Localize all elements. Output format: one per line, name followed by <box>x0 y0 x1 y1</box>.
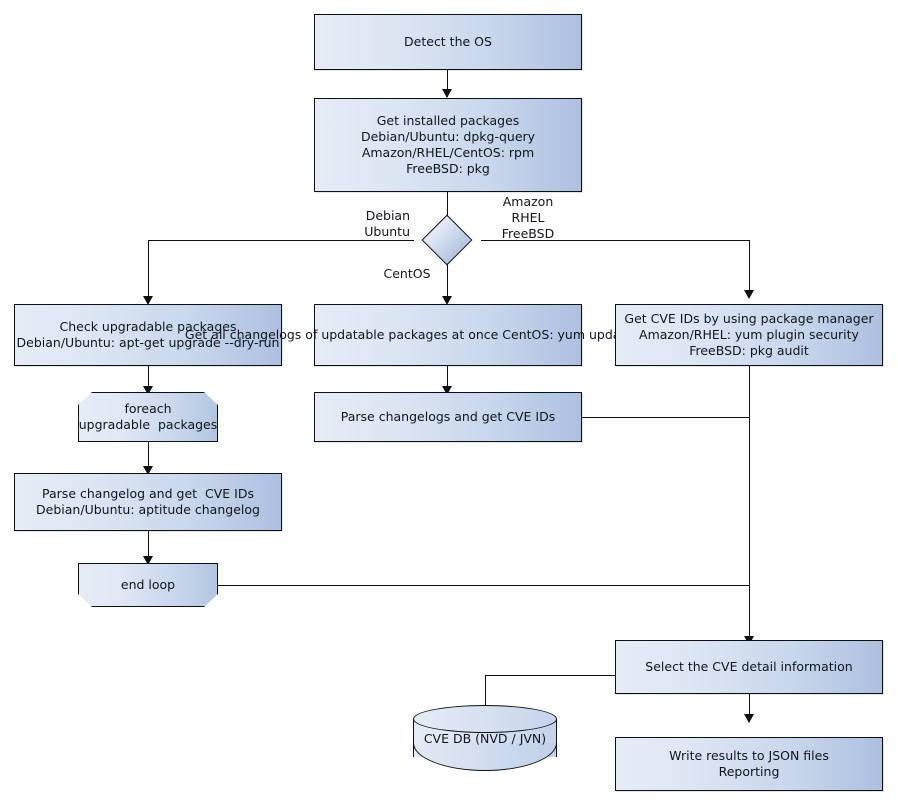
arrowhead-decision-centos <box>442 296 452 305</box>
edge-label-centos: CentOS <box>383 266 431 281</box>
edge-label-debian-ubuntu: Debian Ubuntu <box>364 208 410 239</box>
edge-select-to-write <box>749 694 751 722</box>
arrowhead-parse-to-endloop <box>143 556 153 565</box>
arrowhead-decision-right <box>744 290 754 299</box>
node-end-loop-label: end loop <box>120 576 176 592</box>
node-end-loop[interactable]: end loop <box>78 563 218 607</box>
node-os-decision[interactable] <box>421 214 473 266</box>
node-select-cve-detail[interactable]: Select the CVE detail information <box>615 640 883 694</box>
edge-packages-to-decision <box>447 192 449 224</box>
node-cve-database[interactable]: CVE DB (NVD / JVN) <box>413 705 557 771</box>
node-check-upgradable-packages-label: Check upgradable packages Debian/Ubuntu:… <box>16 318 280 350</box>
edge-decision-left-v <box>148 240 150 302</box>
arrowhead-detect-to-packages <box>442 89 452 98</box>
node-cve-database-label: CVE DB (NVD / JVN) <box>423 730 547 746</box>
edge-check-to-foreach <box>148 366 150 392</box>
edge-detect-to-packages <box>447 70 449 97</box>
node-parse-changelogs[interactable]: Parse changelogs and get CVE IDs <box>314 392 582 442</box>
edge-select-to-db-v <box>485 675 487 709</box>
edge-changelogs-to-parse <box>447 366 449 392</box>
arrowhead-select-to-write <box>744 714 754 723</box>
node-detect-os[interactable]: Detect the OS <box>314 14 582 70</box>
node-foreach-loop-start-label: foreach upgradable packages <box>78 400 218 432</box>
edge-decision-right-v <box>749 240 751 296</box>
node-get-all-changelogs[interactable]: Get all changelogs of updatable packages… <box>185 304 711 366</box>
db-top-cap <box>413 705 557 733</box>
edge-right-trunk <box>749 366 751 645</box>
edge-parsechangelogs-to-trunk <box>582 417 750 419</box>
node-write-results-label: Write results to JSON files Reporting <box>669 747 829 779</box>
arrowhead-check-to-foreach <box>143 386 153 395</box>
edge-select-to-db-h <box>485 675 617 677</box>
node-detect-os-label: Detect the OS <box>404 33 492 49</box>
edge-decision-right-h <box>481 240 750 242</box>
node-check-upgradable-packages[interactable]: Check upgradable packages Debian/Ubuntu:… <box>14 304 282 366</box>
node-get-installed-packages-label: Get installed packages Debian/Ubuntu: dp… <box>360 112 536 177</box>
edge-decision-centos <box>447 257 449 302</box>
node-get-cve-ids-package-manager[interactable]: Get CVE IDs by using package manager Ama… <box>615 304 883 366</box>
arrowhead-foreach-to-parse <box>143 466 153 475</box>
edge-foreach-to-parse <box>148 442 150 472</box>
edge-decision-left-h <box>148 240 414 242</box>
node-get-all-changelogs-label: Get all changelogs of updatable packages… <box>184 326 712 342</box>
node-select-cve-detail-label: Select the CVE detail information <box>645 658 853 674</box>
node-write-results[interactable]: Write results to JSON files Reporting <box>615 737 883 791</box>
arrowhead-changelogs-to-parse <box>442 386 452 395</box>
node-parse-changelog-single-label: Parse changelog and get CVE IDs Debian/U… <box>36 485 260 517</box>
node-get-installed-packages[interactable]: Get installed packages Debian/Ubuntu: dp… <box>314 98 582 192</box>
node-foreach-loop-start[interactable]: foreach upgradable packages <box>78 392 218 442</box>
node-parse-changelog-single[interactable]: Parse changelog and get CVE IDs Debian/U… <box>14 473 282 531</box>
node-parse-changelogs-label: Parse changelogs and get CVE IDs <box>340 408 556 424</box>
edge-label-amazon-rhel-freebsd: Amazon RHEL FreeBSD <box>501 194 555 241</box>
edge-endloop-to-trunk <box>218 585 750 587</box>
edge-parse-to-endloop <box>148 531 150 562</box>
node-get-cve-ids-package-manager-label: Get CVE IDs by using package manager Ama… <box>624 310 874 359</box>
arrowhead-decision-left <box>143 296 153 305</box>
